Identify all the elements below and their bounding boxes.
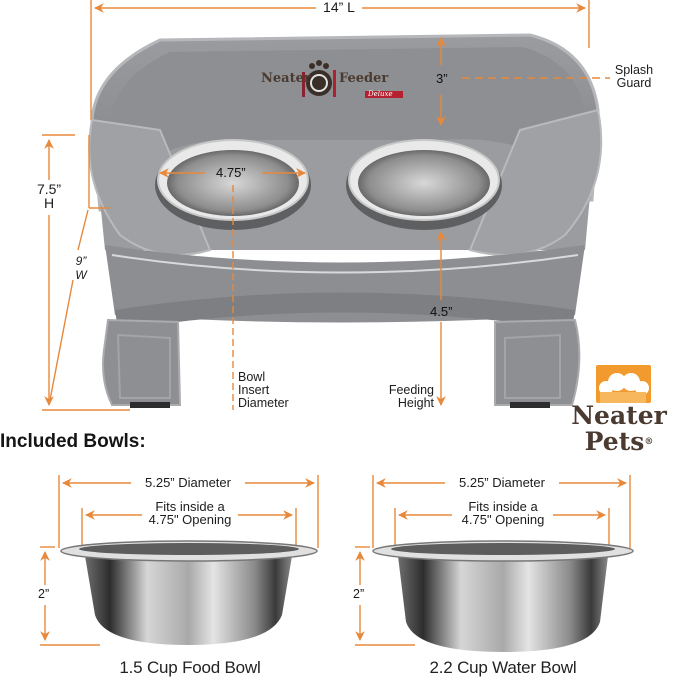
feeder-logo-sub-text: Deluxe: [368, 90, 393, 98]
neater-pets-logo-mark: [596, 365, 651, 403]
bowl-insert-label-line1: Bowl: [238, 370, 266, 384]
height-value: 7.5”: [36, 181, 62, 197]
feeder-logo-left-text: Neater: [261, 71, 311, 86]
splash-height-dimension: 3”: [436, 71, 448, 86]
water-bowl-fit-line1: Fits inside a: [468, 499, 538, 514]
bowl-insert-label-line2: Insert: [238, 383, 270, 397]
feeding-height-dimension: 4.5”: [430, 304, 453, 319]
neater-pets-logo-line1: Neater: [571, 401, 667, 430]
neater-pets-logo-line2-text: Pets: [584, 427, 645, 456]
food-bowl-diameter: 5.25” Diameter: [131, 476, 245, 490]
bowl-dimension-lines: [40, 475, 631, 646]
height-unit: H: [43, 195, 55, 211]
feeding-height-label: Feeding Height: [376, 384, 434, 410]
food-bowl-image: [60, 540, 318, 645]
height-dimension: 7.5” H: [27, 182, 71, 210]
feeder-logo-mark: [302, 60, 403, 98]
splash-guard-label-line2: Guard: [616, 76, 652, 90]
included-bowls-heading: Included Bowls:: [0, 431, 146, 452]
water-bowl-fit-line2: 4.75" Opening: [461, 512, 545, 527]
water-bowl-fit-note: Fits inside a 4.75" Opening: [451, 500, 555, 526]
feeding-height-label-line1: Feeding: [388, 383, 434, 397]
feeder-logo-right-text: Feeder: [339, 71, 389, 86]
width-value: 9”: [75, 254, 87, 268]
food-bowl-fit-note: Fits inside a 4.75" Opening: [138, 500, 242, 526]
food-bowl-fit-line1: Fits inside a: [155, 499, 225, 514]
splash-guard-label-line1: Splash: [614, 63, 654, 77]
water-bowl-diameter: 5.25” Diameter: [445, 476, 559, 490]
food-bowl-fit-line2: 4.75" Opening: [148, 512, 232, 527]
dimension-lines: [42, 0, 610, 411]
bowl-insert-label: Bowl Insert Diameter: [238, 371, 289, 410]
neater-pets-logo: Neater Pets®: [566, 403, 672, 455]
neater-pets-logo-line2: Pets®: [566, 429, 672, 455]
splash-guard-label: Splash Guard: [608, 64, 660, 90]
water-bowl-image: [372, 540, 634, 652]
feeder-bowls: [155, 139, 502, 230]
feeding-height-label-line2: Height: [397, 396, 434, 410]
water-bowl-caption: 2.2 Cup Water Bowl: [429, 658, 577, 677]
food-bowl-height: 2”: [38, 587, 50, 601]
bowl-insert-label-line3: Diameter: [238, 396, 289, 410]
food-bowl-caption: 1.5 Cup Food Bowl: [119, 658, 261, 677]
width-dimension: 9” W: [66, 254, 96, 282]
length-dimension: 14” L: [316, 0, 362, 14]
width-unit: W: [75, 268, 87, 282]
water-bowl-height: 2”: [353, 587, 365, 601]
registered-mark: ®: [644, 437, 654, 447]
feeder-body: [88, 33, 603, 408]
bowl-insert-dimension: 4.75”: [216, 165, 246, 180]
